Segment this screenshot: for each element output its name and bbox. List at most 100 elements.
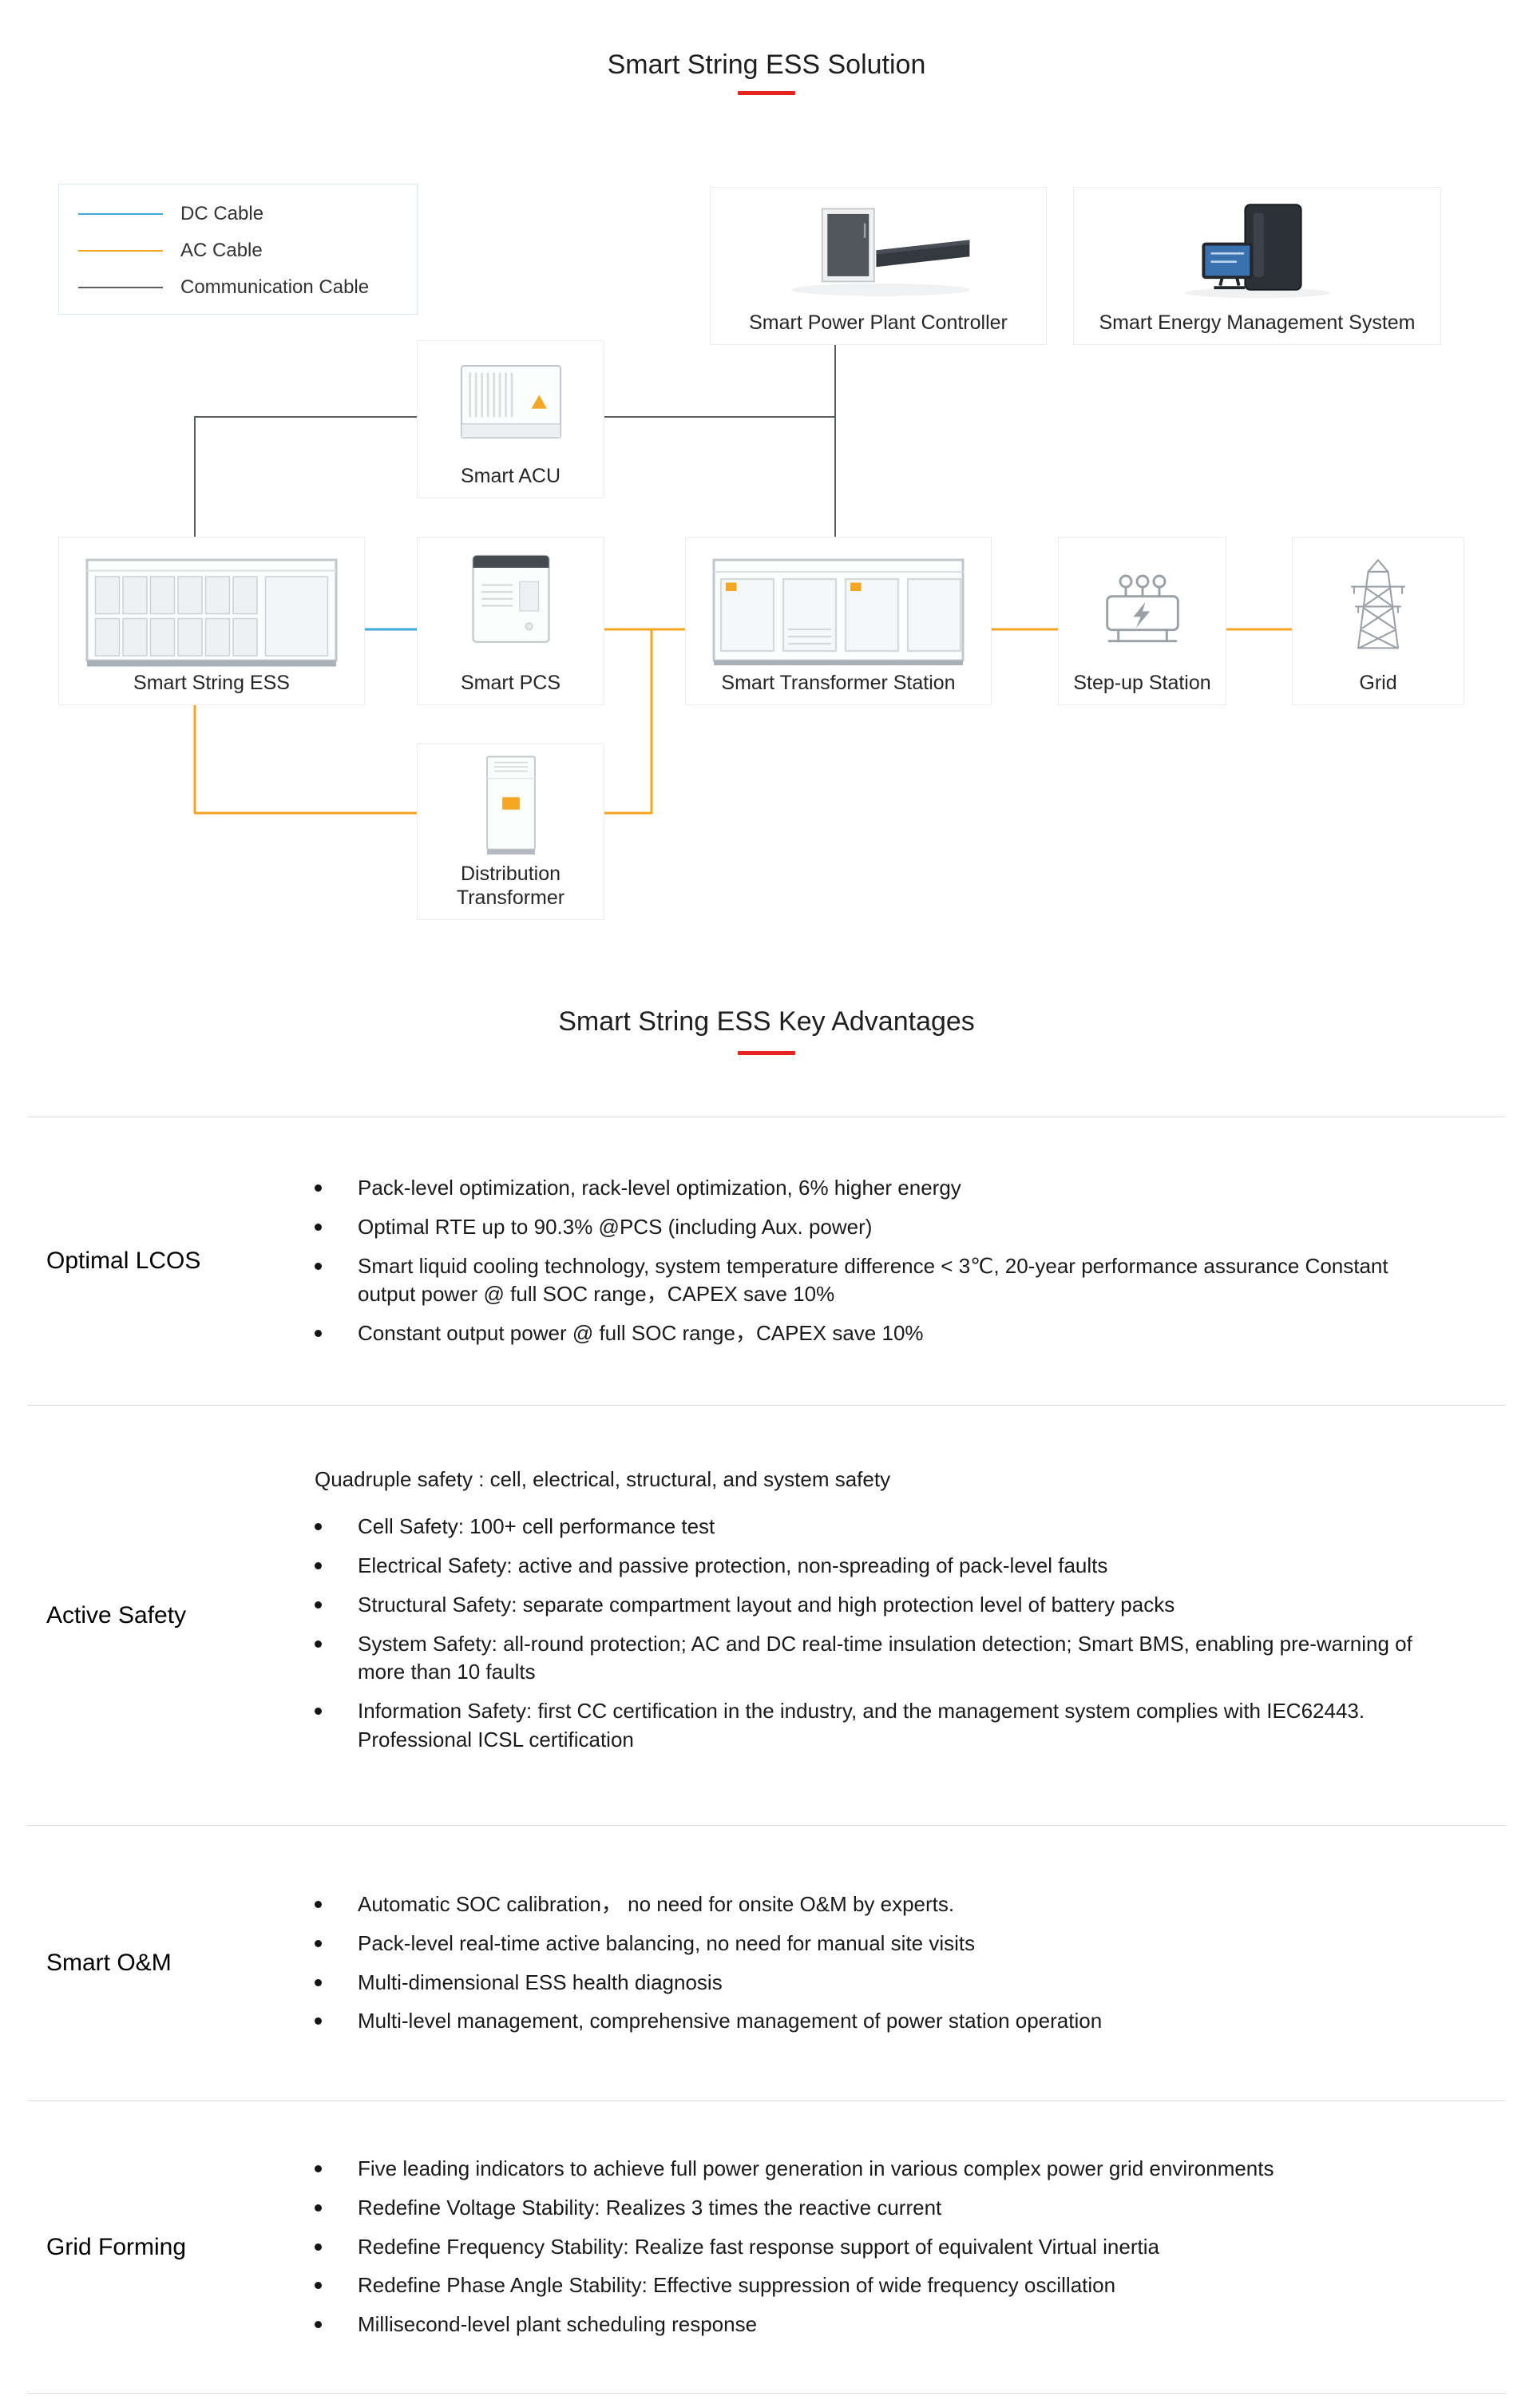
node-smart-transformer-station: Smart Transformer Station: [685, 537, 992, 705]
legend-item-ac-cable: AC Cable: [78, 240, 263, 261]
node-distribution-transformer: Distribution Transformer: [417, 744, 604, 920]
bullet-item: Optimal RTE up to 90.3% @PCS (including …: [307, 1213, 1450, 1242]
bullet-item: Redefine Frequency Stability: Realize fa…: [307, 2233, 1450, 2262]
bullet-text: Electrical Safety: active and passive pr…: [358, 1553, 1108, 1577]
advantage-category-title: Smart O&M: [46, 1950, 172, 1976]
cable-legend: DC Cable AC Cable Communication Cable: [58, 184, 418, 315]
bullet-item: Pack-level real-time active balancing, n…: [307, 1930, 1450, 1958]
advantage-content: Quadruple safety : cell, electrical, str…: [307, 1406, 1506, 1825]
solution-title-underline: [738, 91, 795, 95]
advantages-title-underline: [738, 1051, 795, 1055]
bullet-dot: [315, 2164, 322, 2172]
smart-string-ess-image: [85, 558, 338, 667]
bullet-item: Pack-level optimization, rack-level opti…: [307, 1174, 1450, 1203]
advantage-content: Five leading indicators to achieve full …: [307, 2101, 1506, 2393]
bullet-text: Redefine Phase Angle Stability: Effectiv…: [358, 2273, 1116, 2298]
smart-acu-image: [460, 365, 561, 439]
bullet-text: Multi-level management, comprehensive ma…: [358, 2009, 1103, 2033]
bullet-text: Constant output power @ full SOC range，C…: [358, 1321, 924, 1346]
bullet-text: Millisecond-level plant scheduling respo…: [358, 2312, 758, 2337]
bullet-item: Multi-level management, comprehensive ma…: [307, 2007, 1450, 2036]
node-label: Step-up Station: [1073, 672, 1211, 694]
bullet-item: Multi-dimensional ESS health diagnosis: [307, 1969, 1450, 1997]
bullet-dot: [315, 2017, 322, 2025]
node-smart-pcs: Smart PCS: [417, 537, 604, 705]
bullet-item: Automatic SOC calibration， no need for o…: [307, 1890, 1450, 1919]
distribution-transformer-image: [485, 756, 536, 855]
bullet-dot: [315, 1184, 322, 1192]
bullet-dot: [315, 1978, 322, 1986]
bullet-dot: [315, 1330, 322, 1338]
smart-transformer-station-image: [712, 558, 965, 665]
bullet-dot: [315, 1640, 322, 1648]
bullet-text: Redefine Frequency Stability: Realize fa…: [358, 2234, 1159, 2259]
advantage-intro-text: Quadruple safety : cell, electrical, str…: [315, 1467, 891, 1491]
smart-pcs-image: [471, 554, 550, 643]
bullet-dot: [315, 1601, 322, 1609]
bullet-dot: [315, 2204, 322, 2212]
bullet-text: Smart liquid cooling technology, system …: [358, 1253, 1388, 1307]
bullet-text: Multi-dimensional ESS health diagnosis: [358, 1970, 723, 1994]
node-smart-acu: Smart ACU: [417, 340, 604, 498]
step-up-station-icon: [1105, 574, 1179, 643]
node-step-up-station: Step-up Station: [1058, 537, 1226, 705]
bullet-list: Pack-level optimization, rack-level opti…: [307, 1164, 1450, 1359]
advantage-row-smart-om: Smart O&M Automatic SOC calibration， no …: [27, 1825, 1506, 2101]
bullet-item: Electrical Safety: active and passive pr…: [307, 1552, 1450, 1581]
node-smart-string-ess: Smart String ESS: [58, 537, 365, 705]
advantage-content: Automatic SOC calibration， no need for o…: [307, 1826, 1506, 2101]
lightning-bolt-icon: [1132, 601, 1150, 629]
advantage-category-title: Active Safety: [46, 1601, 187, 1628]
bullet-item: Redefine Voltage Stability: Realizes 3 t…: [307, 2194, 1450, 2223]
dc-cable-swatch: [78, 213, 163, 215]
node-grid: Grid: [1292, 537, 1464, 705]
bullet-list: Automatic SOC calibration， no need for o…: [307, 1880, 1450, 2047]
bullet-text: Pack-level optimization, rack-level opti…: [358, 1175, 961, 1200]
bullet-item: Structural Safety: separate compartment …: [307, 1591, 1450, 1620]
advantage-row-grid-forming: Grid Forming Five leading indicators to …: [27, 2101, 1506, 2393]
bullet-text: Optimal RTE up to 90.3% @PCS (including …: [358, 1214, 873, 1239]
bullet-dot: [315, 2243, 322, 2251]
advantage-category-title: Optimal LCOS: [46, 1248, 201, 1274]
bullet-text: System Safety: all-round protection; AC …: [358, 1631, 1412, 1684]
power-plant-controller-image: [790, 208, 970, 296]
bullet-list: Cell Safety: 100+ cell performance test …: [307, 1502, 1450, 1765]
bullet-dot: [315, 1939, 322, 1947]
cable-connections: [193, 345, 1292, 815]
advantages-table: Optimal LCOS Pack-level optimization, ra…: [27, 1117, 1506, 2394]
bullet-dot: [315, 1223, 322, 1231]
grid-tower-icon: [1350, 558, 1406, 649]
bullet-item: Redefine Phase Angle Stability: Effectiv…: [307, 2271, 1450, 2300]
bullet-list: Five leading indicators to achieve full …: [307, 2144, 1450, 2350]
node-label: Smart ACU: [460, 465, 561, 487]
ac-cable-swatch: [78, 250, 163, 252]
legend-label: DC Cable: [180, 203, 264, 224]
bullet-item: Cell Safety: 100+ cell performance test: [307, 1513, 1450, 1541]
bullet-item: Information Safety: first CC certificati…: [307, 1697, 1450, 1755]
advantages-section-title: Smart String ESS Key Advantages: [558, 1006, 975, 1037]
advantage-row-active-safety: Active Safety Quadruple safety : cell, e…: [27, 1405, 1506, 1825]
node-label: Smart Transformer Station: [721, 672, 956, 694]
legend-item-dc-cable: DC Cable: [78, 203, 264, 224]
bullet-dot: [315, 1561, 322, 1569]
node-label: Smart String ESS: [133, 672, 290, 694]
bullet-item: Millisecond-level plant scheduling respo…: [307, 2311, 1450, 2339]
bullet-text: Automatic SOC calibration， no need for o…: [358, 1891, 955, 1916]
node-label: Distribution Transformer: [456, 863, 565, 909]
legend-label: AC Cable: [180, 240, 263, 261]
legend-item-communication-cable: Communication Cable: [78, 276, 370, 298]
advantage-row-optimal-lcos: Optimal LCOS Pack-level optimization, ra…: [27, 1117, 1506, 1405]
bullet-text: Redefine Voltage Stability: Realizes 3 t…: [358, 2195, 942, 2220]
bullet-dot: [315, 1708, 322, 1716]
node-label: Smart Energy Management System: [1099, 311, 1416, 334]
warning-triangle-icon: [531, 395, 547, 409]
bullet-item: Constant output power @ full SOC range，C…: [307, 1319, 1450, 1348]
bullet-item: Five leading indicators to achieve full …: [307, 2155, 1450, 2184]
bullet-text: Pack-level real-time active balancing, n…: [358, 1930, 976, 1955]
legend-label: Communication Cable: [180, 276, 370, 298]
bullet-dot: [315, 1522, 322, 1530]
advantage-category-title: Grid Forming: [46, 2233, 187, 2260]
bullet-text: Five leading indicators to achieve full …: [358, 2156, 1274, 2180]
bullet-dot: [315, 2321, 322, 2329]
